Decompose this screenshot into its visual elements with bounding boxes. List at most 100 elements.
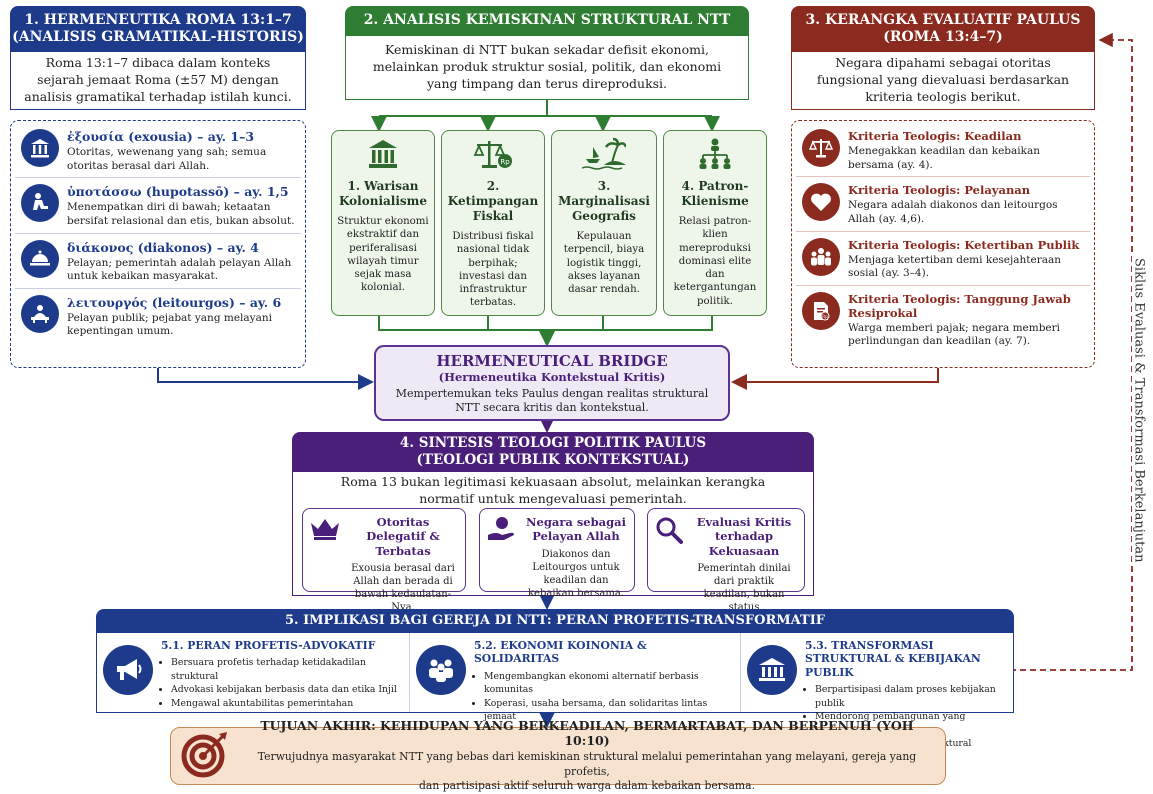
bridge-title: HERMENEUTICAL BRIDGE xyxy=(436,352,668,370)
box1-terms: ἐξουσία (exousia) – ay. 1–3 Otoritas, we… xyxy=(10,120,306,368)
box1-intro-text: Roma 13:1–7 dibaca dalam konteks sejarah… xyxy=(24,55,292,104)
community-icon xyxy=(416,645,466,695)
kneeling-person-icon xyxy=(21,184,59,223)
term-diakonos: διάκονος (diakonos) – ay. 4 Pelayan; pem… xyxy=(15,234,301,289)
term-desc: Pelayan publik; pejabat yang melayani ke… xyxy=(67,311,272,338)
box2-header: 2. ANALISIS KEMISKINAN STRUKTURAL NTT xyxy=(345,6,749,36)
term-title: ἐξουσία (exousia) – ay. 1–3 xyxy=(67,129,255,144)
public-servant-icon xyxy=(21,294,59,333)
cause-title: 4. Patron-Klienisme xyxy=(681,179,749,208)
term-desc: Otoritas, wewenang yang sah; semua otori… xyxy=(67,146,267,172)
island-boat-icon xyxy=(557,137,651,175)
scale-rupiah-icon: Rp xyxy=(447,137,539,175)
government-building-icon xyxy=(747,645,797,695)
box4-title-line1: 4. SINTESIS TEOLOGI POLITIK PAULUS xyxy=(399,435,707,452)
criterion-title: Kriteria Teologis: Tanggung Jawab Resipr… xyxy=(848,291,1071,320)
criterion-reciprocity: Rp Kriteria Teologis: Tanggung Jawab Res… xyxy=(796,286,1090,353)
synthesis-title: Evaluasi Kritis terhadap Kekuasaan xyxy=(696,515,792,558)
box2-intro-text: Kemiskinan di NTT bukan sekadar defisit … xyxy=(372,42,722,91)
hierarchy-icon xyxy=(669,137,761,175)
synthesis-delegated-authority: Otoritas Delegatif & Terbatas Exousia be… xyxy=(302,508,466,613)
box2-intro: Kemiskinan di NTT bukan sekadar defisit … xyxy=(345,36,749,100)
term-exousia: ἐξουσία (exousia) – ay. 1–3 Otoritas, we… xyxy=(15,123,301,179)
box3-criteria: Kriteria Teologis: Keadilan Menegakkan k… xyxy=(791,120,1095,368)
box4-title-line2: (TEOLOGI PUBLIK KONTEKSTUAL) xyxy=(416,452,690,468)
implication-prophetic: 5.1. PERAN PROFETIS-ADVOKATIF Bersuara p… xyxy=(97,633,410,712)
serving-tray-icon xyxy=(21,239,59,278)
cause-title: 3. Marginalisasi Geografis xyxy=(558,179,650,223)
synthesis-critical-evaluation: Evaluasi Kritis terhadap Kekuasaan Pemer… xyxy=(647,508,805,626)
criterion-title: Kriteria Teologis: Ketertiban Publik xyxy=(848,237,1080,252)
serving-hand-icon xyxy=(486,515,518,549)
heart-icon xyxy=(802,183,840,222)
implication-bullet: Mengembangkan ekonomi alternatif berbasi… xyxy=(484,670,734,697)
box5-header: 5. IMPLIKASI BAGI GEREJA DI NTT: PERAN P… xyxy=(96,609,1014,633)
box3-header: 3. KERANGKA EVALUATIF PAULUS (ROMA 13:4–… xyxy=(791,6,1095,52)
box4-header: 4. SINTESIS TEOLOGI POLITIK PAULUS (TEOL… xyxy=(292,432,814,472)
colonial-building-icon xyxy=(337,137,429,175)
target-icon xyxy=(181,730,229,782)
box5-body: 5.1. PERAN PROFETIS-ADVOKATIF Bersuara p… xyxy=(96,633,1014,763)
box3-title-line2: (ROMA 13:4–7) xyxy=(883,29,1003,45)
criterion-title: Kriteria Teologis: Pelayanan xyxy=(848,183,1031,198)
side-cycle-label: Siklus Evaluasi & Transformasi Berkelanj… xyxy=(1125,210,1153,610)
implication-koinonia: 5.2. EKONOMI KOINONIA & SOLIDARITAS Meng… xyxy=(410,633,741,736)
box2-title: 2. ANALISIS KEMISKINAN STRUKTURAL NTT xyxy=(363,12,731,29)
cause-title: 1. Warisan Kolonialisme xyxy=(339,179,427,208)
implication-bullets: Bersuara profetis terhadap ketidakadilan… xyxy=(161,656,403,710)
criterion-justice: Kriteria Teologis: Keadilan Menegakkan k… xyxy=(796,123,1090,178)
cause-patronage: 4. Patron-Klienisme Relasi patron-klien … xyxy=(663,130,767,316)
implication-bullet: Bersuara profetis terhadap ketidakadilan… xyxy=(171,656,403,683)
cause-fiscal: Rp 2. Ketimpangan Fiskal Distribusi fisk… xyxy=(441,130,545,316)
tax-document-icon: Rp xyxy=(802,291,840,330)
side-cycle-text: Siklus Evaluasi & Transformasi Berkelanj… xyxy=(1131,253,1147,567)
implication-title: 5.3. TRANSFORMASI STRUKTURAL & KEBIJAKAN… xyxy=(805,639,981,679)
implication-title: 5.2. EKONOMI KOINONIA & SOLIDARITAS xyxy=(474,639,647,666)
implication-title: 5.1. PERAN PROFETIS-ADVOKATIF xyxy=(161,639,376,652)
term-hupotasso: ὑποτάσσω (hupotassō) – ay. 1,5 Menempatk… xyxy=(15,178,301,234)
criterion-desc: Warga memberi pajak; negara memberi perl… xyxy=(848,321,1061,348)
goal-title: TUJUAN AKHIR: KEHIDUPAN YANG BERKEADILAN… xyxy=(260,718,914,749)
criterion-title: Kriteria Teologis: Keadilan xyxy=(848,129,1022,143)
cause-desc: Struktur ekonomi ekstraktif dan perifera… xyxy=(337,216,429,294)
term-leitourgos: λειτουργός (leitourgos) – ay. 6 Pelayan … xyxy=(15,289,301,343)
synthesis-desc: Exousia berasal dari Allah dan berada di… xyxy=(351,563,455,614)
scale-icon xyxy=(802,129,840,167)
cause-colonialism: 1. Warisan Kolonialisme Struktur ekonomi… xyxy=(331,130,435,316)
box3-intro: Negara dipahami sebagai otoritas fungsio… xyxy=(791,52,1095,110)
hermeneutical-bridge: HERMENEUTICAL BRIDGE (Hermeneutika Konte… xyxy=(374,345,730,421)
magnifier-icon xyxy=(654,515,684,549)
cause-title: 2. Ketimpangan Fiskal xyxy=(447,179,539,223)
svg-text:Rp: Rp xyxy=(822,314,828,320)
bridge-text: Mempertemukan teks Paulus dengan realita… xyxy=(395,387,709,415)
cause-geography: 3. Marginalisasi Geografis Kepulauan ter… xyxy=(551,130,657,316)
bridge-subtitle: (Hermeneutika Kontekstual Kritis) xyxy=(438,370,666,384)
cause-desc: Distribusi fiskal nasional tidak berpiha… xyxy=(452,231,534,309)
synthesis-title: Otoritas Delegatif & Terbatas xyxy=(366,515,440,558)
box1-title-line1: 1. HERMENEUTIKA ROMA 13:1–7 xyxy=(24,11,292,28)
synthesis-title: Negara sebagai Pelayan Allah xyxy=(526,515,626,544)
goal-text-line1: Terwujudnya masyarakat NTT yang bebas da… xyxy=(257,750,917,778)
box4-text: Roma 13 bukan legitimasi kekuasaan absol… xyxy=(340,474,766,506)
implication-bullet: Advokasi kebijakan berbasis data dan eti… xyxy=(171,683,403,696)
box3-title-line1: 3. KERANGKA EVALUATIF PAULUS xyxy=(805,11,1081,28)
megaphone-icon xyxy=(103,645,153,695)
box1-title-line2: (ANALISIS GRAMATIKAL-HISTORIS) xyxy=(12,29,304,45)
cause-desc: Relasi patron-klien mereproduksi dominas… xyxy=(673,216,757,307)
people-group-icon xyxy=(802,237,840,276)
final-goal: TUJUAN AKHIR: KEHIDUPAN YANG BERKEADILAN… xyxy=(170,718,946,792)
box1-header: 1. HERMENEUTIKA ROMA 13:1–7 (ANALISIS GR… xyxy=(10,6,306,52)
criterion-desc: Menjaga ketertiban demi kesejahteraan so… xyxy=(848,253,1062,280)
synthesis-servant-state: Negara sebagai Pelayan Allah Diakonos da… xyxy=(479,508,635,599)
crown-icon xyxy=(309,515,341,545)
pillar-building-icon xyxy=(21,129,59,167)
term-title: ὑποτάσσω (hupotassō) – ay. 1,5 xyxy=(67,184,289,200)
implication-bullet: Mengawal akuntabilitas pemerintahan xyxy=(171,697,403,710)
box5-title: 5. IMPLIKASI BAGI GEREJA DI NTT: PERAN P… xyxy=(284,612,826,628)
criterion-service: Kriteria Teologis: Pelayanan Negara adal… xyxy=(796,177,1090,232)
criterion-order: Kriteria Teologis: Ketertiban Publik Men… xyxy=(796,232,1090,286)
cause-desc: Kepulauan terpencil, biaya logistik ting… xyxy=(563,231,645,295)
term-desc: Menempatkan diri di bawah; ketaatan bers… xyxy=(67,201,295,227)
box1-intro: Roma 13:1–7 dibaca dalam konteks sejarah… xyxy=(10,52,306,110)
